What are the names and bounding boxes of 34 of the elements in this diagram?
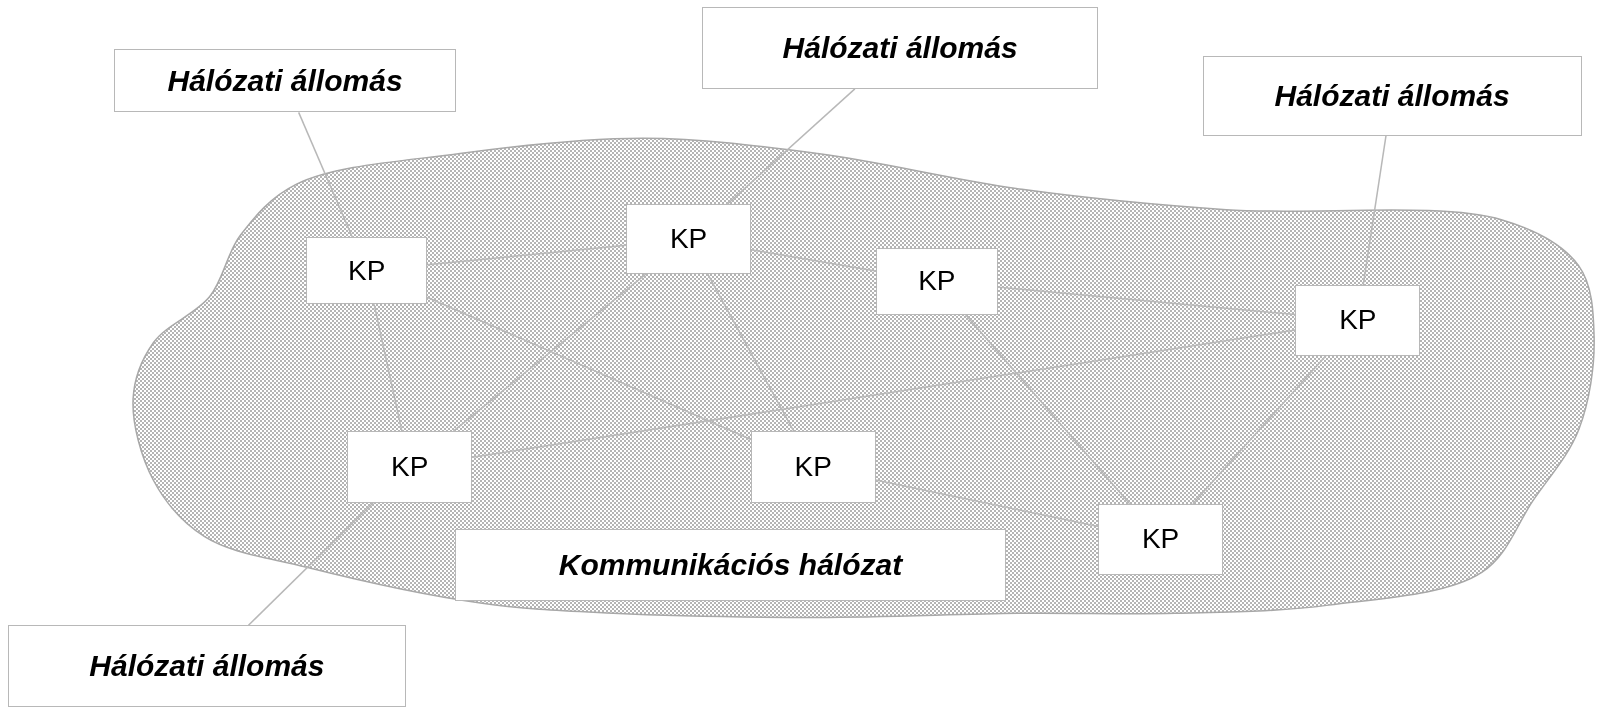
label-box: [1202, 56, 1582, 136]
node-box: [306, 237, 428, 305]
label-box: [8, 625, 406, 707]
connector-line: [426, 296, 752, 441]
connector-line: [452, 273, 647, 432]
connector-line: [706, 273, 795, 432]
leader-line: [1362, 135, 1387, 286]
box-label: Hálózati állomás: [782, 31, 1018, 65]
leader-line: [297, 111, 354, 238]
connector-line: [426, 244, 628, 266]
connector-line: [373, 303, 403, 432]
label-box: [114, 49, 456, 113]
node-box: [1295, 285, 1421, 356]
connector-line: [750, 248, 877, 272]
node-box: [875, 248, 999, 315]
node-box: [1098, 503, 1223, 576]
box-label: Hálózati állomás: [89, 649, 325, 684]
connector-line: [471, 329, 1297, 458]
node-box: [347, 431, 472, 503]
label-box: [701, 7, 1099, 89]
box-label: Kommunikációs hálózat: [558, 547, 903, 582]
node-label: KP: [669, 223, 708, 256]
box-label: Hálózati állomás: [167, 63, 403, 98]
node-box: [750, 431, 876, 503]
connector-line: [874, 479, 1100, 528]
node-label: KP: [1339, 304, 1377, 337]
node-label: KP: [794, 450, 832, 483]
node-box: [626, 204, 751, 274]
node-label: KP: [348, 254, 386, 287]
box-label: Hálózati állomás: [1274, 79, 1510, 114]
node-label: KP: [1141, 523, 1180, 556]
node-label: KP: [391, 450, 429, 483]
node-label: KP: [918, 265, 956, 298]
connector-line: [997, 286, 1297, 316]
